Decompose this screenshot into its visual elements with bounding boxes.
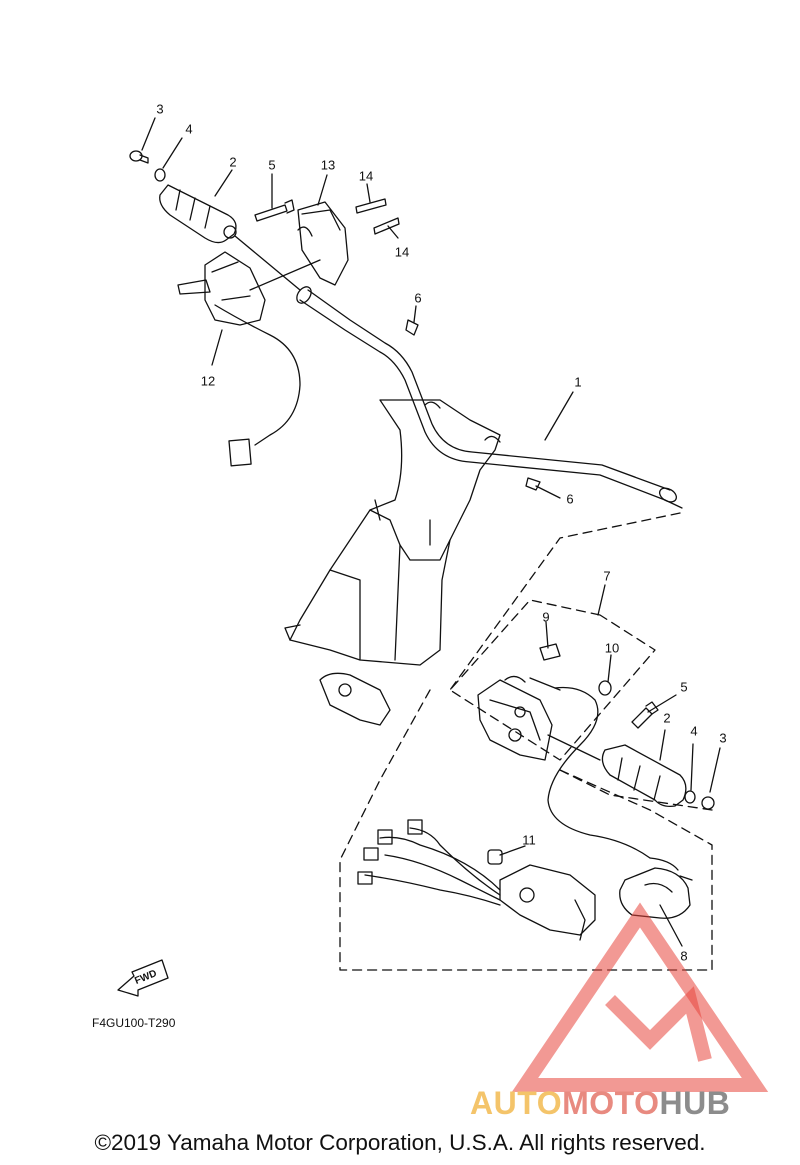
leader-lines [141, 117, 721, 947]
throttle-housing-13 [297, 201, 349, 286]
callout-9: 9 [542, 609, 550, 625]
callout-2-right: 2 [663, 710, 671, 726]
watermark-part-hub: HUB [659, 1085, 731, 1121]
right-switch-assembly-7 [477, 675, 651, 859]
watermark-text: AUTOMOTOHUB [470, 1085, 730, 1122]
callout-14-a: 14 [358, 168, 374, 184]
wiring-harness-11 [357, 819, 596, 941]
callout-3-top: 3 [156, 101, 164, 117]
diagram-code: F4GU100-T290 [92, 1016, 176, 1030]
watermark-part-auto: AUTO [470, 1085, 563, 1121]
callout-6-top: 6 [414, 290, 422, 306]
callout-4-right: 4 [690, 723, 698, 739]
callout-2-top: 2 [229, 154, 237, 170]
watermark-part-moto: MOTO [562, 1085, 660, 1121]
screw-5-top [254, 199, 295, 222]
callout-12: 12 [200, 373, 216, 389]
callout-14-b: 14 [394, 244, 410, 260]
steering-column [284, 399, 501, 726]
callout-5-right: 5 [680, 679, 688, 695]
fwd-arrow-icon [117, 959, 169, 997]
callout-1: 1 [574, 374, 582, 390]
screws-6 [405, 319, 541, 491]
callout-13: 13 [320, 157, 336, 173]
right-end-parts [547, 701, 715, 810]
nut-10 [598, 680, 612, 696]
callout-6-mid: 6 [566, 491, 574, 507]
screws-14 [355, 198, 400, 235]
copyright-notice: ©2019 Yamaha Motor Corporation, U.S.A. A… [94, 1130, 706, 1155]
callout-3-right: 3 [719, 730, 727, 746]
callout-10: 10 [604, 640, 620, 656]
dashed-boxes [339, 512, 713, 971]
watermark-logo [511, 902, 769, 1092]
callout-7: 7 [603, 568, 611, 584]
part-8 [619, 857, 693, 919]
left-grip [159, 184, 301, 291]
handlebar [296, 286, 683, 509]
left-switch-12 [177, 251, 321, 467]
bolt-9 [539, 643, 561, 661]
left-end-screw-washer [129, 150, 166, 182]
callout-4-top: 4 [185, 121, 193, 137]
callout-8: 8 [680, 948, 688, 964]
callout-11: 11 [522, 832, 536, 848]
callout-5-top: 5 [268, 157, 276, 173]
